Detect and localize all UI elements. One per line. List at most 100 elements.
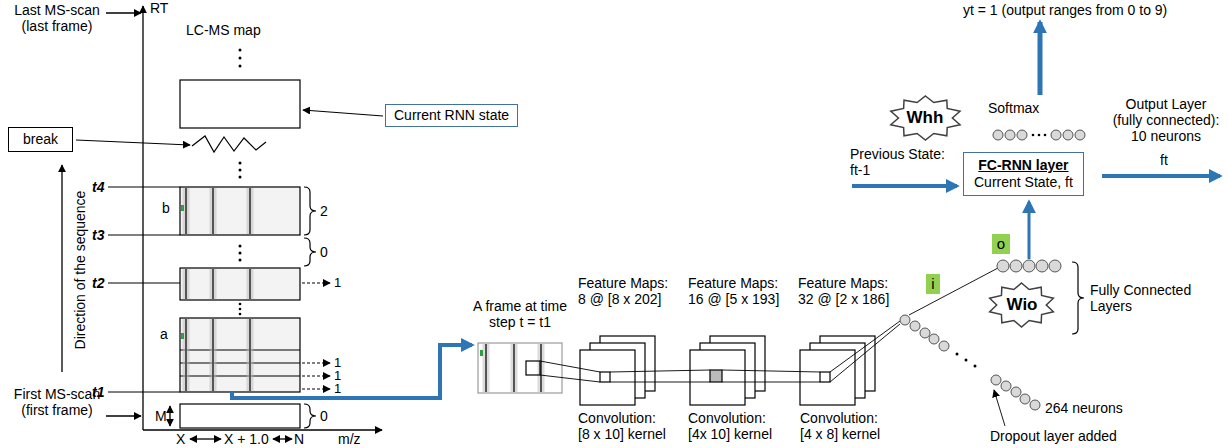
time-step: t3 <box>92 227 104 243</box>
time-step-lines <box>108 187 180 188</box>
kernel-lines <box>909 268 998 315</box>
axes <box>61 165 62 372</box>
state-box: Current RNN state <box>385 104 518 127</box>
count-label: 0 <box>320 408 328 424</box>
frame-image <box>478 343 562 393</box>
kernel-label: Convolution: [8 x 10] kernel <box>578 410 670 442</box>
kernel-lines <box>830 321 900 372</box>
count-label: 0 <box>320 244 328 260</box>
ms-frames <box>180 80 300 128</box>
neurons <box>1020 394 1030 404</box>
neurons <box>939 341 949 351</box>
layer-label: Feature Maps: 8 @ [8 x 202] <box>578 275 676 307</box>
node-text: Whh <box>907 108 944 128</box>
neurons <box>920 328 930 338</box>
ms-frames <box>180 404 300 428</box>
node-text: i <box>931 275 934 293</box>
starburst-outline <box>990 283 1054 327</box>
label-arrows <box>302 363 330 364</box>
braces <box>1072 262 1084 334</box>
axes <box>106 415 141 416</box>
ellipsis-dots <box>974 365 977 368</box>
neurons <box>1005 130 1015 140</box>
ellipsis-dots <box>239 259 242 262</box>
ellipsis-dots <box>239 49 242 52</box>
ms-frames <box>180 375 300 376</box>
time-step: t2 <box>92 275 104 291</box>
ms-frames <box>180 268 300 300</box>
label-arrows <box>302 283 330 389</box>
feature-maps <box>820 372 830 382</box>
feature-maps <box>580 350 635 405</box>
neurons <box>1063 130 1073 140</box>
ellipsis-dots <box>956 353 959 356</box>
weight-burst: Wio <box>988 283 1055 327</box>
spectral-peaks <box>483 344 490 392</box>
ellipsis-dots <box>965 359 968 362</box>
ellipsis-dots <box>239 169 242 172</box>
neurons <box>1001 381 1011 391</box>
spectral-peaks <box>185 319 187 391</box>
axes <box>106 12 141 13</box>
braces <box>304 187 1084 428</box>
spectral-peaks <box>183 269 190 299</box>
neurons <box>910 321 920 331</box>
spectral-peaks <box>181 333 184 339</box>
kernel-lines <box>722 382 820 383</box>
neurons <box>1011 387 1021 397</box>
spectral-peaks <box>538 344 545 392</box>
spectral-peaks <box>480 350 483 356</box>
kernel-lines <box>610 382 710 383</box>
ms-frames <box>180 349 300 350</box>
blue-flow-arrows <box>232 345 472 398</box>
spectral-peaks <box>485 344 487 392</box>
neurons <box>1030 400 1040 410</box>
count-label: 2 <box>320 203 328 219</box>
node-text: Current RNN state <box>394 107 509 124</box>
braces <box>304 187 316 235</box>
scan-note: First MS-scan (first frame) <box>2 386 112 418</box>
spectral-peaks <box>210 188 217 234</box>
frame-caption: A frame at time step t = t1 <box>472 298 568 330</box>
spectral-peaks <box>249 269 251 299</box>
neurons <box>900 130 1085 410</box>
frame-marker: b <box>162 200 170 216</box>
spectral-peaks <box>210 269 217 299</box>
note: Dropout layer added <box>990 428 1117 444</box>
label-arrows <box>302 389 330 390</box>
state-label: ft <box>1160 152 1168 168</box>
ellipsis-dots <box>239 162 242 165</box>
spectral-peaks <box>183 319 190 391</box>
ellipsis-dots <box>239 245 242 248</box>
output-tag: o <box>992 234 1010 254</box>
spectral-peaks <box>249 319 251 391</box>
axis-label: RT <box>150 0 168 16</box>
neurons <box>1036 260 1048 272</box>
label-arrows <box>302 283 330 284</box>
layer-label: Softmax <box>988 100 1039 116</box>
spectral-peaks <box>212 188 214 234</box>
scan-note: Last MS-scan (last frame) <box>2 2 112 34</box>
node-text: Wio <box>1006 295 1037 315</box>
count-label: 1 <box>334 383 341 395</box>
break-mark <box>76 140 190 145</box>
node-text: o <box>997 235 1005 253</box>
ms-frames <box>180 187 300 235</box>
ellipsis-dots <box>1032 134 1035 137</box>
weight-burst: Whh <box>889 96 962 140</box>
ellipsis-dots <box>239 176 242 179</box>
break-box: break <box>8 127 73 152</box>
frame-image <box>526 361 540 375</box>
neurons <box>997 260 1009 272</box>
kernel-label: Convolution: [4x 10] kernel <box>688 410 780 442</box>
time-step-lines <box>108 187 180 392</box>
map-title: LC-MS map <box>186 22 261 38</box>
neurons <box>1010 260 1022 272</box>
neurons <box>1017 130 1027 140</box>
ellipsis-dots <box>239 252 242 255</box>
label-arrows <box>302 376 330 377</box>
kernel-lines <box>722 370 820 372</box>
spectral-peaks <box>513 344 515 392</box>
blue-flow-arrows <box>232 22 1220 398</box>
